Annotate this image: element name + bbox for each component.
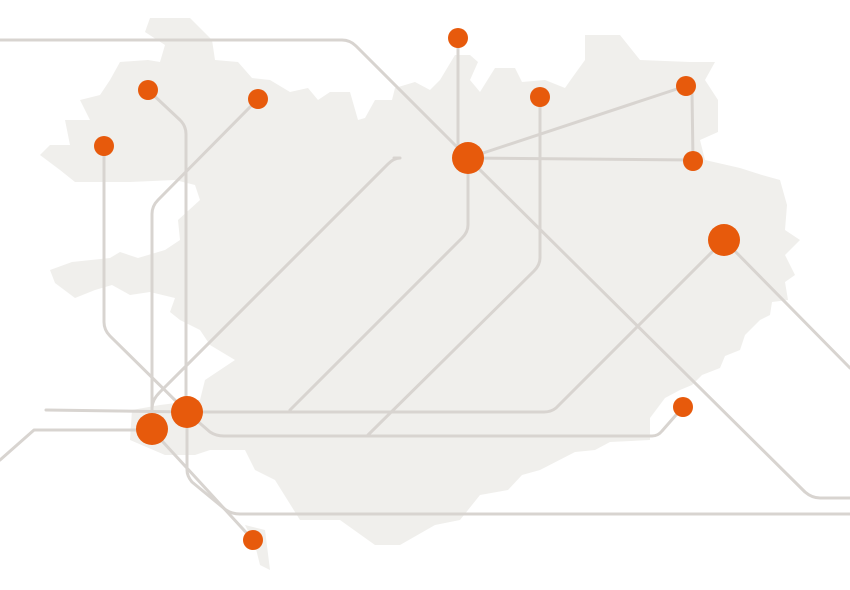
route-akureyri-to-east <box>466 156 695 162</box>
route-akureyri-southwest <box>150 156 402 432</box>
route-south-coast <box>185 405 685 438</box>
route-northwest-diagonal <box>150 97 260 432</box>
route-westfjords-south <box>102 144 189 414</box>
node-northwest-2[interactable] <box>248 89 268 109</box>
landmass <box>40 18 800 570</box>
route-husavik-south <box>366 95 542 437</box>
node-husavik[interactable] <box>530 87 550 107</box>
route-north-west-down <box>146 88 188 414</box>
nodes <box>94 28 740 550</box>
route-egilsstadir-east <box>722 238 850 370</box>
routes <box>0 36 850 542</box>
route-akureyri-diagonal-southeast <box>466 156 850 500</box>
route-north-west-to-akureyri <box>0 38 470 160</box>
node-hub-reykjavik[interactable] <box>171 396 203 428</box>
route-akureyri-south <box>288 156 470 412</box>
node-southeast[interactable] <box>673 397 693 417</box>
route-west-coast <box>0 428 154 462</box>
route-southern-long <box>185 410 850 516</box>
node-east-north[interactable] <box>683 151 703 171</box>
node-hub-akureyri[interactable] <box>452 142 484 174</box>
node-westfjords[interactable] <box>94 136 114 156</box>
route-egilsstadir-to-hub <box>185 238 726 414</box>
route-akureyri-to-northeast <box>466 84 688 160</box>
node-north-peak[interactable] <box>448 28 468 48</box>
route-reykjanes <box>150 428 255 542</box>
route-west-coast-upper <box>44 408 189 414</box>
node-hub-egilsstadir[interactable] <box>708 224 740 256</box>
node-hub-keflavik[interactable] <box>136 413 168 445</box>
node-reykjanes[interactable] <box>243 530 263 550</box>
node-northeast[interactable] <box>676 76 696 96</box>
node-northwest-1[interactable] <box>138 80 158 100</box>
